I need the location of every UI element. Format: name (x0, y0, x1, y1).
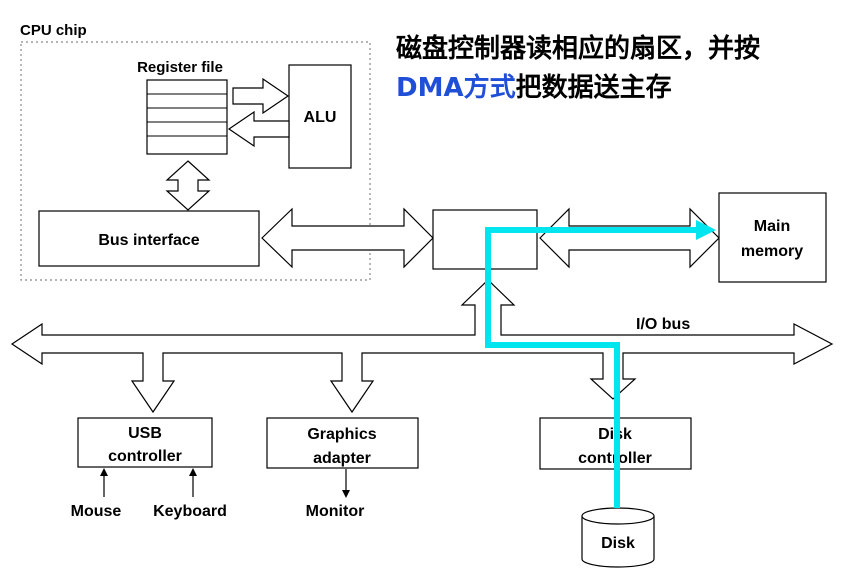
keyboard-label: Keyboard (153, 503, 227, 520)
title-line-2-rest: 把数据送主存 (515, 73, 672, 103)
main-memory-label-line-2: memory (741, 243, 803, 260)
mouse-arrowhead (100, 468, 108, 476)
main-memory-box (718, 192, 827, 283)
register-bus-interface-arrow (165, 160, 211, 211)
slide-title-line-1: 磁盘控制器读相应的扇区，并按 (396, 36, 760, 62)
cpu-chip-label: CPU chip (20, 22, 87, 39)
register-to-alu-arrow (232, 77, 290, 115)
io-bus-arrow (10, 279, 834, 414)
usb-controller-label-line-2: controller (108, 448, 182, 465)
io-bus-label: I/O bus (636, 316, 690, 333)
cpu-chip-boundary (20, 41, 371, 281)
bus-interface-label: Bus interface (98, 232, 199, 249)
title-line-1-text: 磁盘控制器读相应的扇区，并按 (396, 34, 761, 64)
usb-controller-box (77, 417, 213, 468)
monitor-arrowhead (342, 490, 350, 498)
main-memory-label-line-1: Main (754, 218, 790, 235)
memory-bus-arrow (539, 207, 720, 269)
title-dma-highlight: DMA方式 (396, 73, 516, 103)
dma-transfer-arrowhead (696, 220, 716, 240)
disk-cylinder (581, 507, 655, 568)
bus-interface-box (38, 210, 260, 267)
graphics-adapter-label-line-1: Graphics (307, 426, 376, 443)
slide-title-line-2: DMA方式把数据送主存 (396, 75, 672, 101)
monitor-label: Monitor (306, 503, 365, 520)
graphics-adapter-label-line-2: adapter (313, 450, 371, 467)
alu-label: ALU (304, 109, 337, 126)
mouse-label: Mouse (71, 503, 122, 520)
keyboard-arrowhead (189, 468, 197, 476)
disk-cylinder-top (581, 507, 655, 525)
register-file (146, 79, 228, 155)
register-file-label: Register file (137, 59, 223, 76)
alu-box (288, 64, 352, 169)
register-file-box (146, 79, 228, 155)
system-bus-arrow (261, 207, 434, 269)
disk-cylinder-body (581, 516, 655, 568)
alu-to-register-arrow (227, 110, 290, 148)
dma-transfer-path (485, 227, 700, 508)
usb-controller-label-line-1: USB (128, 425, 162, 442)
disk-label: Disk (601, 535, 635, 552)
graphics-adapter-box (266, 417, 419, 469)
